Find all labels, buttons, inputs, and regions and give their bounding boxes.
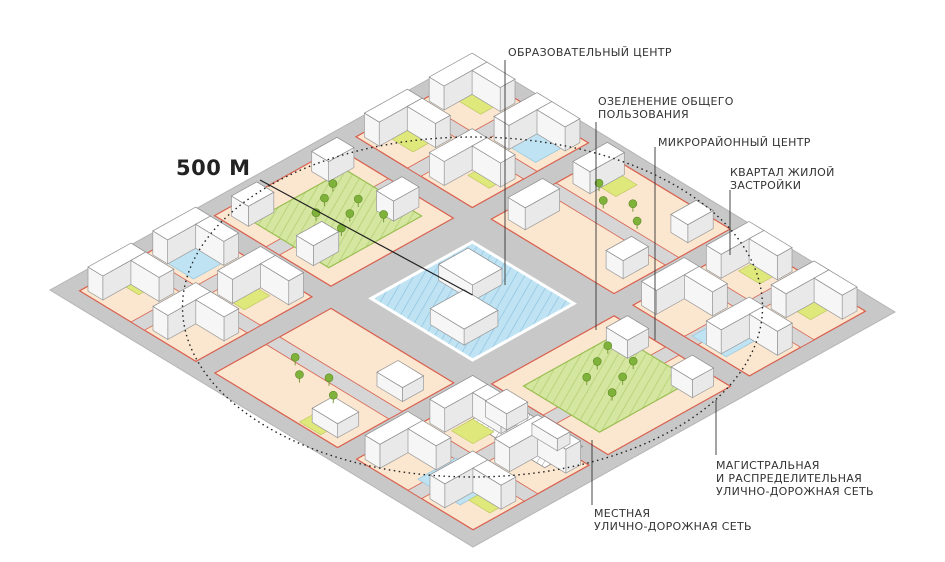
- label-local-street-network: МЕСТНАЯ УЛИЧНО-ДОРОЖНАЯ СЕТЬ: [594, 507, 752, 533]
- label-line: УЛИЧНО-ДОРОЖНАЯ СЕТЬ: [594, 520, 752, 533]
- micro-center-building-roof: [484, 388, 529, 415]
- tree-crown: [324, 373, 334, 383]
- building-roof: [375, 176, 420, 202]
- school-building-roof: [429, 289, 499, 330]
- building-roof: [471, 61, 516, 88]
- tree-crown: [295, 370, 304, 379]
- label-education-center: ОБРАЗОВАТЕЛЬНЫЙ ЦЕНТР: [508, 46, 672, 59]
- building-roof: [670, 354, 715, 381]
- label-main-street-network: МАГИСТРАЛЬНАЯ И РАСПРЕДЕЛИТЕЛЬНАЯ УЛИЧНО…: [716, 459, 874, 498]
- label-line: КВАРТАЛ ЖИЛОЙ: [730, 166, 835, 179]
- label-line: ОЗЕЛЕНЕНИЕ ОБЩЕГО: [598, 95, 734, 108]
- tree-crown: [353, 194, 363, 204]
- tree-crown: [628, 356, 638, 366]
- label-line: УЛИЧНО-ДОРОЖНАЯ СЕТЬ: [716, 485, 874, 498]
- building-roof: [572, 141, 625, 173]
- building-roof: [376, 360, 425, 389]
- overlay-lines: [181, 60, 764, 505]
- building-roof: [705, 296, 765, 331]
- building-roof: [536, 101, 581, 128]
- public-green-zone: [522, 333, 694, 433]
- building-roof: [195, 215, 240, 242]
- tree-crown: [603, 341, 613, 351]
- building-roof: [152, 206, 212, 241]
- tree-crown: [594, 178, 604, 188]
- building-roof: [428, 52, 488, 87]
- tree-crown: [345, 209, 355, 218]
- building-roof: [87, 242, 147, 277]
- building-roof: [406, 97, 451, 124]
- building-roof: [605, 235, 650, 262]
- walking-radius-ellipse: [181, 136, 764, 478]
- building-roof: [230, 181, 275, 207]
- school-building-roof: [438, 247, 503, 286]
- label-line: МЕСТНАЯ: [594, 507, 651, 520]
- radius-line: [259, 179, 473, 296]
- building-roof: [640, 257, 700, 291]
- building-roof: [748, 230, 793, 257]
- tree-crown: [607, 388, 617, 397]
- building-roof: [363, 88, 423, 123]
- building-roof: [748, 305, 793, 332]
- label-line: МАГИСТРАЛЬНАЯ: [716, 459, 820, 472]
- tree-crown: [618, 372, 627, 382]
- label-line: ПОЛЬЗОВАНИЯ: [598, 108, 689, 121]
- label-micro-center: МИКРОРАЙОННЫЙ ЦЕНТР: [658, 136, 811, 149]
- tree-crown: [582, 372, 592, 382]
- building-roof: [152, 282, 212, 316]
- building-roof: [130, 251, 175, 278]
- tree-crown: [379, 210, 388, 219]
- label-line: ОБРАЗОВАТЕЛЬНЫЙ ЦЕНТР: [508, 46, 672, 59]
- building-roof: [407, 420, 452, 447]
- building-roof: [311, 136, 355, 163]
- tree-crown: [628, 199, 638, 208]
- building-roof: [217, 246, 277, 280]
- label-residential-block: КВАРТАЛ ЖИЛОЙ ЗАСТРОЙКИ: [730, 166, 835, 192]
- building-roof: [311, 396, 360, 425]
- tree-crown: [598, 196, 608, 205]
- local-street: [265, 336, 404, 420]
- building-roof: [195, 291, 240, 318]
- scale-label: 500 М: [176, 156, 251, 180]
- building-roof: [472, 459, 517, 486]
- building-roof: [429, 374, 489, 409]
- buildings: [87, 52, 858, 510]
- label-line: И РАСПРЕДЕЛИТЕЛЬНАЯ: [716, 472, 863, 485]
- tree-crown: [632, 216, 642, 226]
- building-roof: [259, 255, 305, 282]
- courtyard: [451, 418, 495, 445]
- building-roof: [507, 177, 561, 209]
- label-line: ЗАСТРОЙКИ: [730, 179, 802, 192]
- building-roof: [493, 92, 553, 126]
- building-roof: [428, 128, 488, 162]
- tree-crown: [328, 390, 338, 400]
- building-roof: [813, 269, 858, 296]
- tree-crown: [592, 357, 602, 366]
- label-line: МИКРОРАЙОННЫЙ ЦЕНТР: [658, 136, 811, 149]
- building-roof: [705, 221, 765, 255]
- tree-crown: [290, 352, 300, 362]
- building-roof: [295, 220, 340, 247]
- tree-crown: [328, 179, 338, 188]
- building-roof: [683, 266, 728, 293]
- trees: [290, 178, 642, 404]
- building-roof: [471, 137, 516, 164]
- building-roof: [605, 315, 650, 341]
- building-roof: [770, 260, 830, 295]
- tree-crown: [320, 193, 329, 203]
- building-roof: [364, 411, 424, 445]
- micro-center-building-roof: [531, 415, 571, 440]
- label-public-greening: ОЗЕЛЕНЕНИЕ ОБЩЕГО ПОЛЬЗОВАНИЯ: [598, 95, 734, 121]
